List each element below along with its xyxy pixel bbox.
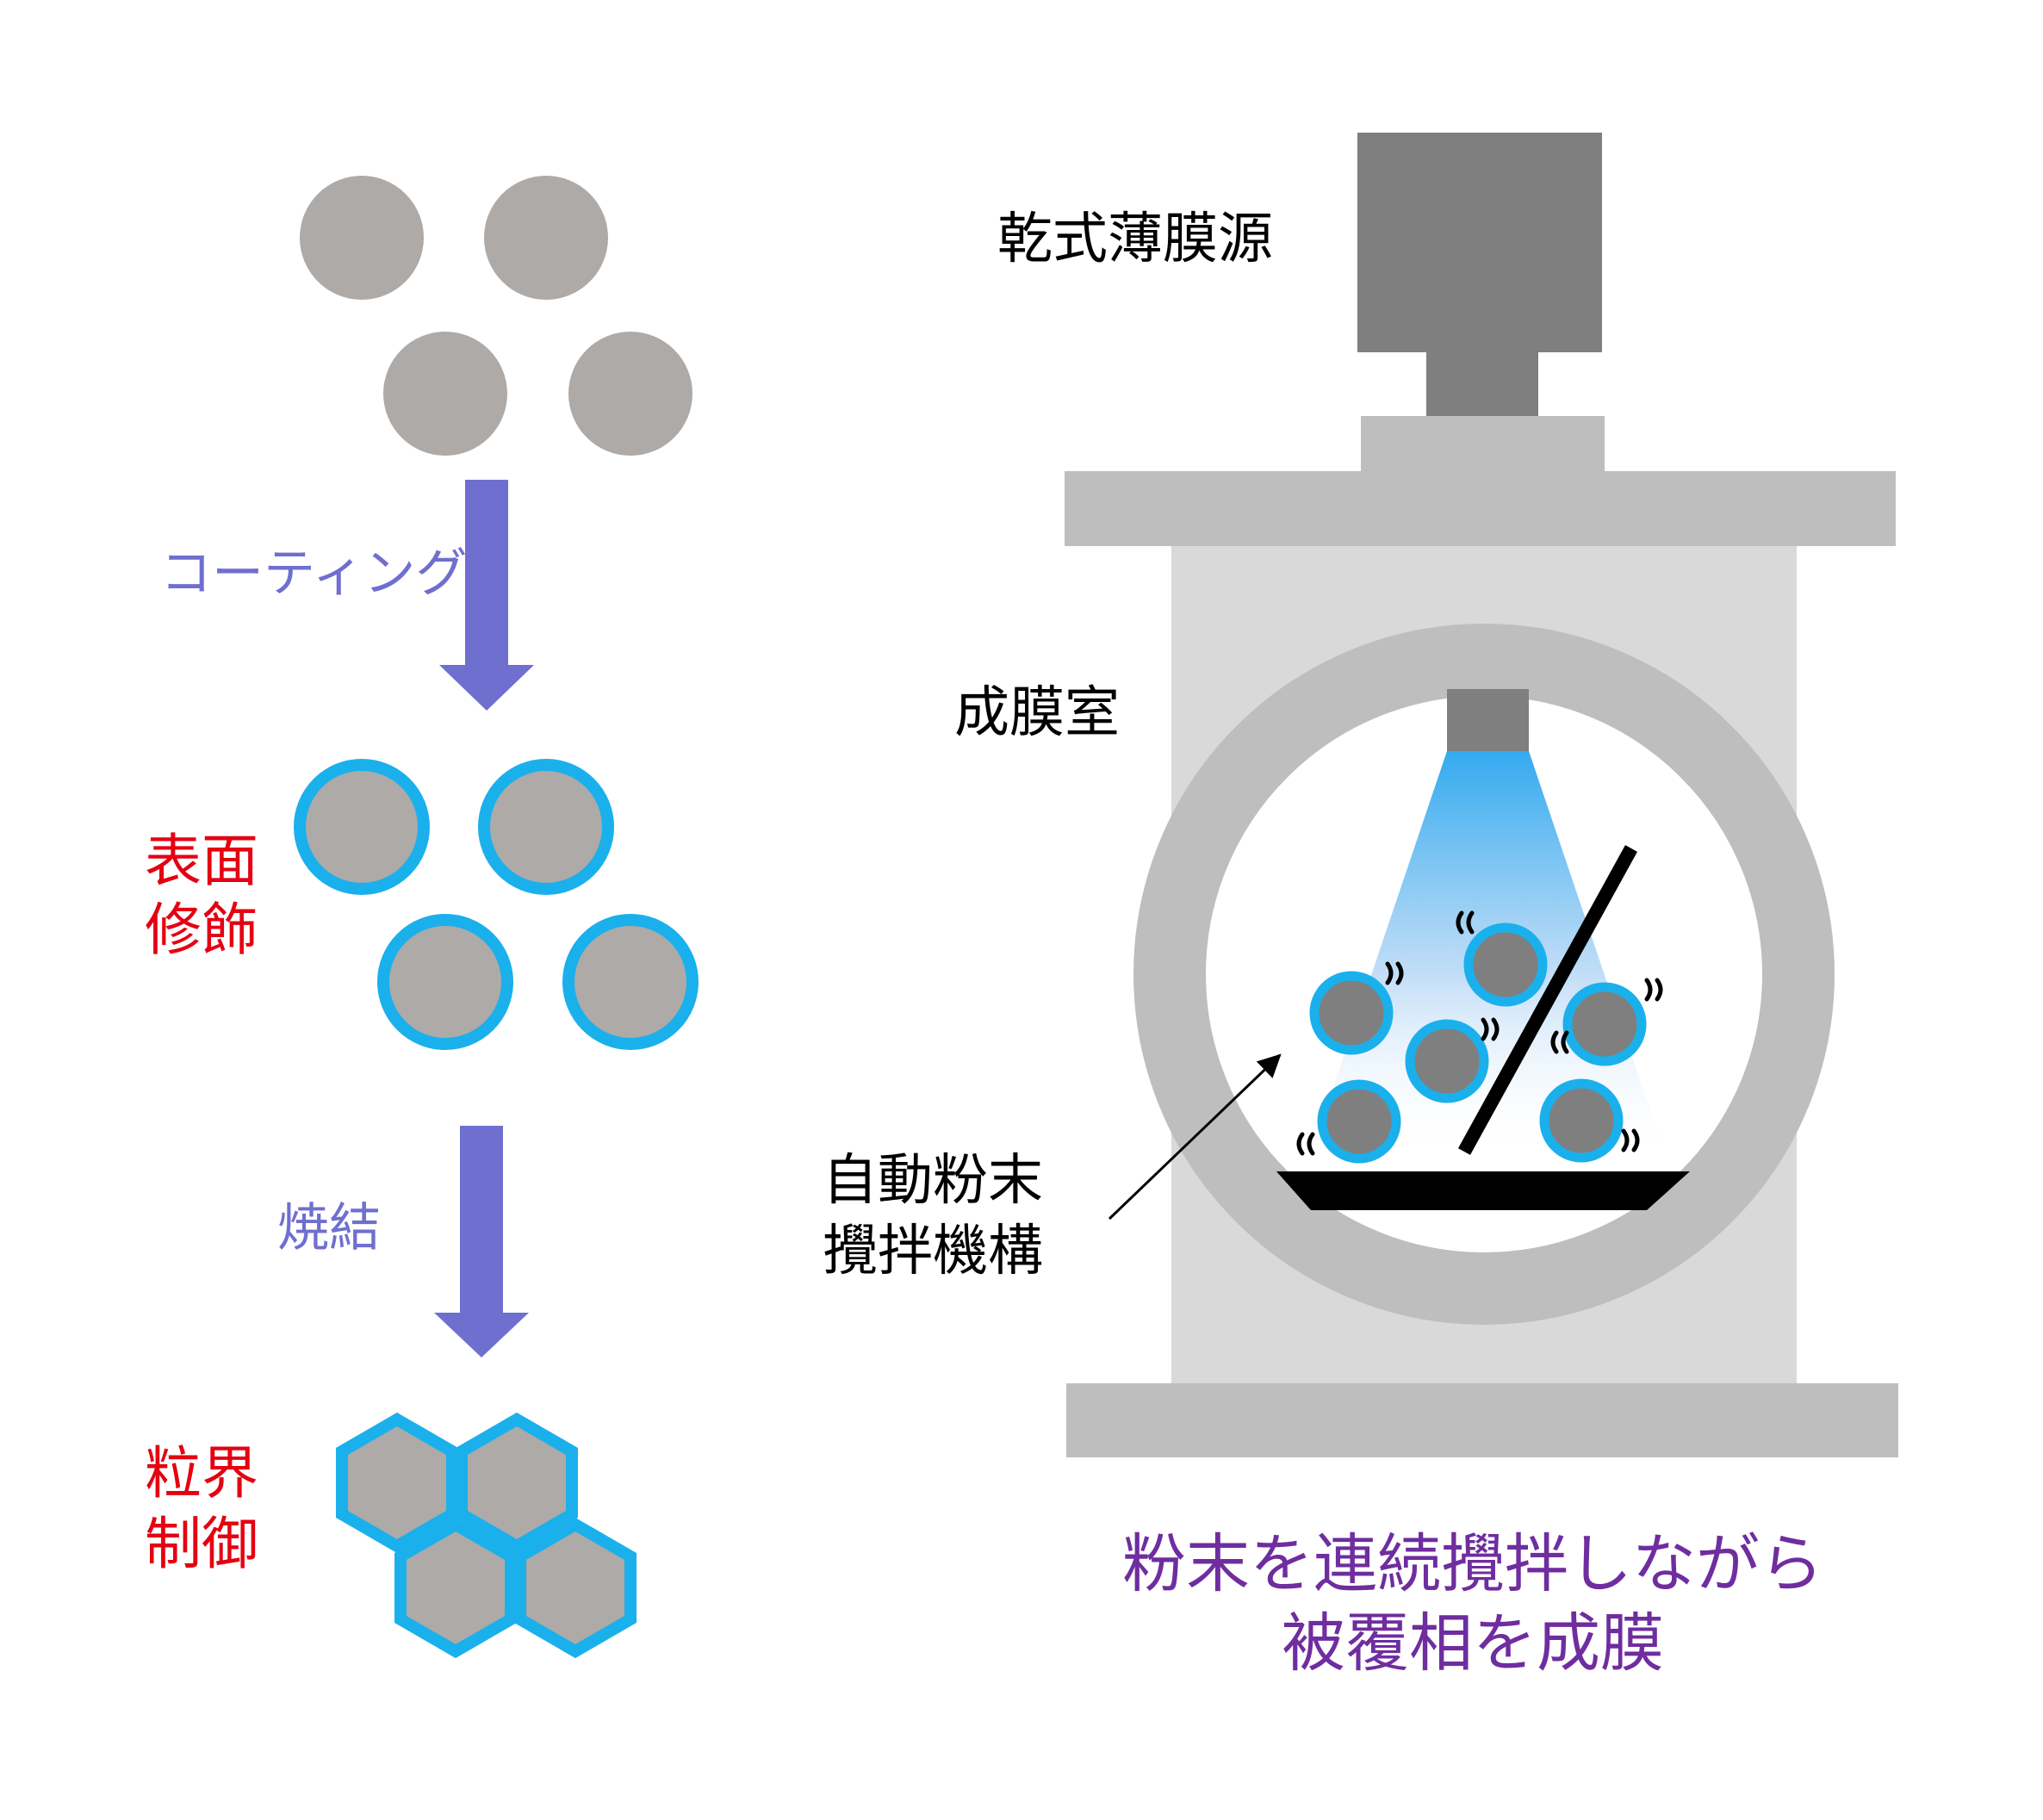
bottom-flange [1066,1383,1898,1457]
label-line: 修飾 [145,897,258,963]
powder-tray [1276,1171,1690,1210]
coated-particle [562,914,699,1050]
label-line: 表面 [145,828,258,894]
sintering-arrow-label: 焼結 [277,1198,381,1258]
label-line: 攪拌機構 [823,1220,1043,1283]
stirring-blade [1457,845,1638,1155]
spray-nozzle [1447,689,1529,751]
raw-particle [383,332,507,456]
vibration-marks [1296,910,1663,1156]
hex-grain [336,1412,458,1554]
coated-particle-small [1317,1079,1401,1164]
coating-arrow [439,480,534,711]
coated-particle-small [1562,982,1647,1066]
label-line: 制御 [145,1511,258,1577]
coated-particle [294,759,430,895]
coated-particle [478,759,614,895]
wiggle-icon [1296,1132,1315,1156]
raw-particles [300,176,692,456]
apparatus [1065,133,1898,1457]
coated-particle-small [1539,1078,1624,1163]
hex-grain [456,1412,578,1554]
label-line: 自動粉末 [823,1149,1043,1213]
grain-boundary-control-label: 粒界 制御 [145,1438,258,1580]
top-collar [1361,416,1605,471]
hex-grain [394,1517,517,1659]
source-neck [1426,352,1538,416]
stirrer-pointer-arrow [1108,1053,1282,1221]
caption: 粉末を連続攪拌しながら 被覆相を成膜 [1077,1525,1869,1683]
thin-film-source-label: 乾式薄膜源 [997,208,1273,271]
coated-particle-small [1463,922,1548,1007]
coated-particle-small [1309,971,1394,1055]
coating-arrow-label: コーティング [160,544,468,604]
caption-line: 粉末を連続攪拌しながら [1122,1527,1823,1601]
chamber-label: 成膜室 [954,681,1120,745]
coated-particle [377,914,513,1050]
raw-particle [484,176,608,300]
wiggle-icon [1481,1017,1500,1041]
wiggle-icon [1644,978,1663,1002]
wiggle-icon [1385,961,1404,985]
coated-particles [294,759,699,1050]
caption-line: 被覆相を成膜 [1282,1606,1664,1680]
surface-modification-label: 表面 修飾 [145,827,258,965]
sintering-arrow [434,1126,529,1357]
wiggle-icon [1456,910,1475,935]
stirred-particles [1309,922,1647,1164]
hex-grain [514,1517,636,1659]
label-line: 粒界 [145,1440,258,1506]
wiggle-icon [1550,1030,1569,1054]
raw-particle [300,176,424,300]
thin-film-source [1357,133,1602,352]
raw-particle [568,332,692,456]
wiggle-icon [1621,1128,1640,1152]
stirrer-label: 自動粉末 攪拌機構 [823,1146,1043,1287]
sintered-grains [336,1412,636,1659]
top-flange [1065,471,1896,546]
coated-particle-small [1405,1019,1489,1103]
